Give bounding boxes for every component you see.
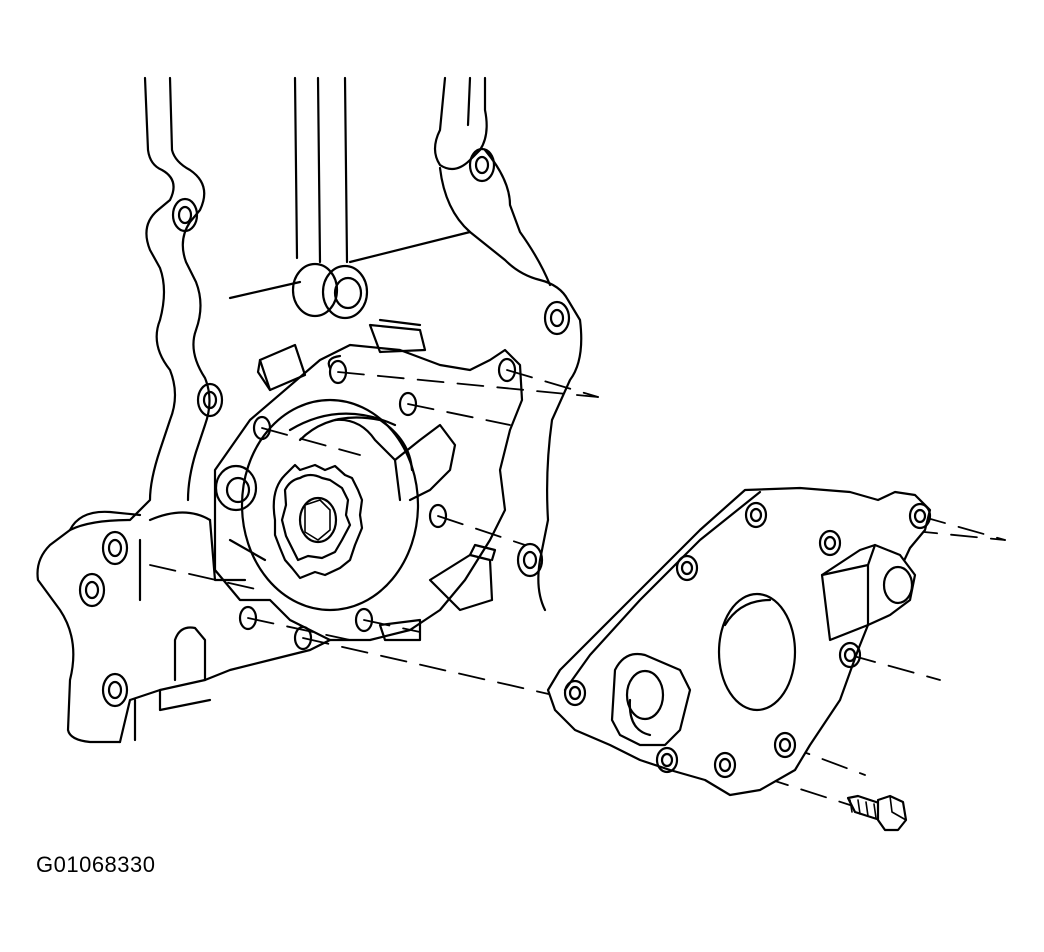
- front-cover-housing: [36, 76, 583, 744]
- oil-pump-cover: [546, 486, 932, 797]
- cover-bolt: [846, 794, 908, 832]
- figure-caption: G01068330: [36, 852, 156, 877]
- oil-pump-body: [213, 318, 524, 651]
